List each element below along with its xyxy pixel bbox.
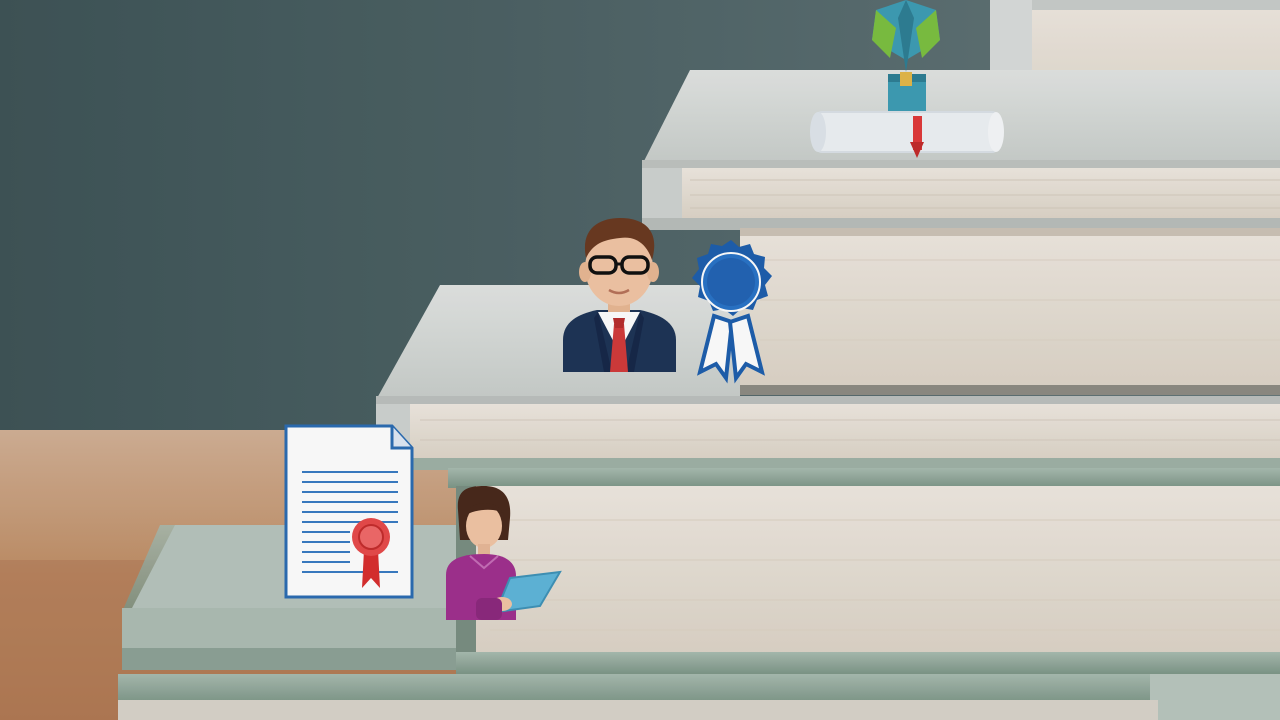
student-reading-icon <box>446 486 562 620</box>
certificate-document-icon <box>284 424 414 599</box>
diploma-scroll-icon <box>810 111 1004 158</box>
book-middle-right <box>740 228 1280 395</box>
book-lower-right <box>448 468 1280 674</box>
graduation-cap-icon <box>872 0 940 114</box>
graduate-man-icon <box>563 218 676 372</box>
award-ribbon-icon <box>692 240 772 384</box>
book-middle <box>376 285 1280 470</box>
